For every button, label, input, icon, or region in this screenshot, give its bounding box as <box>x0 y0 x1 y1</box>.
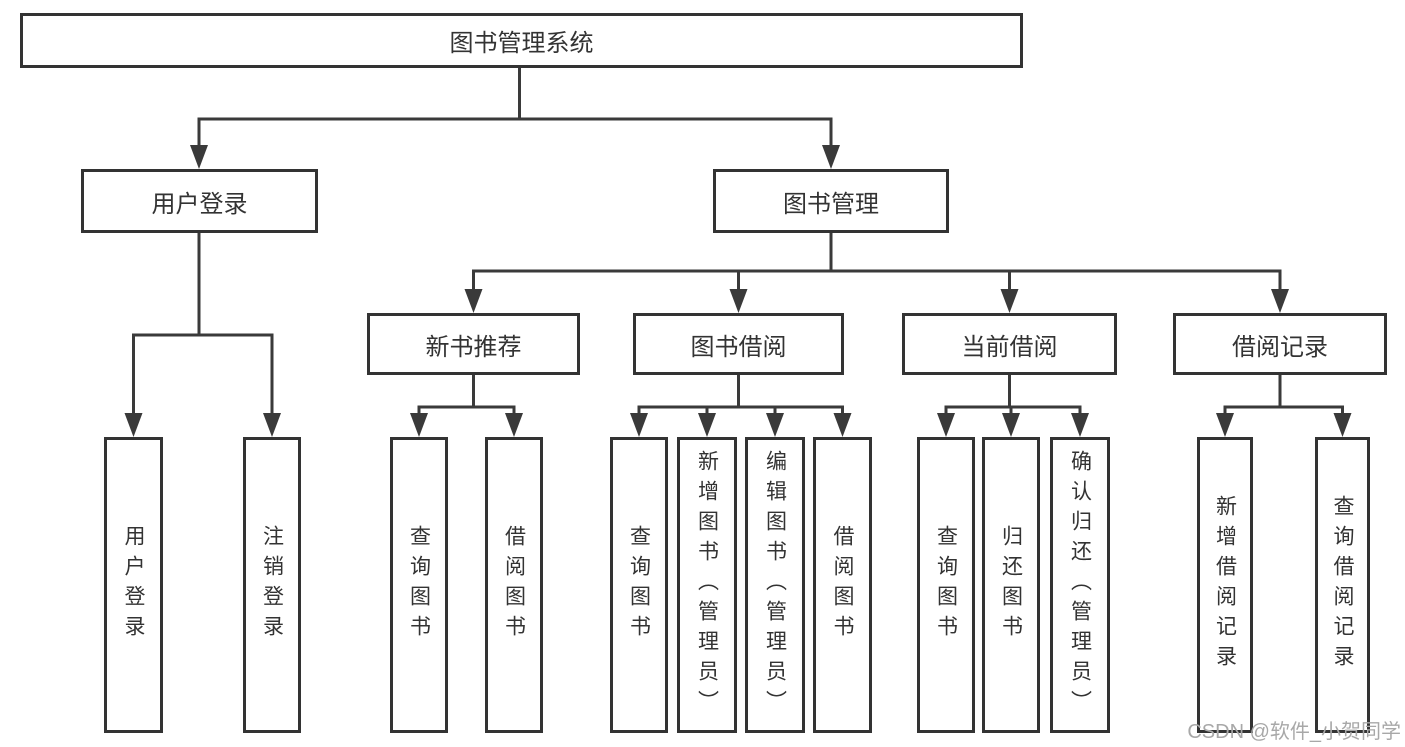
node-label: 新书推荐 <box>425 333 522 361</box>
arrowhead <box>464 289 483 313</box>
node-root-library-management-system: 图书管理系统 <box>20 13 1023 68</box>
arrowhead <box>1071 413 1089 437</box>
leaf-label: 用户登录 <box>122 525 145 645</box>
leaf-label: 确认归还（管理员） <box>1068 450 1092 720</box>
leaf-label: 查询借阅记录 <box>1331 495 1354 675</box>
leaf-query-books-recommend: 查询图书 <box>390 437 448 733</box>
arrowhead <box>833 413 852 437</box>
leaf-query-borrow-record: 查询借阅记录 <box>1315 437 1370 733</box>
leaf-borrow-books-recommend: 借阅图书 <box>485 437 543 733</box>
arrowhead <box>190 145 208 169</box>
arrowhead <box>766 413 784 437</box>
connector-new-book-recommend-to-leaves <box>417 374 516 415</box>
arrowhead <box>630 413 648 437</box>
node-book-borrowing: 图书借阅 <box>633 313 844 375</box>
leaf-logout: 注销登录 <box>243 437 301 733</box>
arrowhead <box>1333 413 1352 437</box>
node-label: 图书管理 <box>783 190 879 218</box>
leaf-borrow-books: 借阅图书 <box>813 437 872 733</box>
leaf-label: 查询图书 <box>407 525 431 645</box>
leaf-add-book-admin: 新增图书（管理员） <box>677 437 737 733</box>
arrowhead <box>124 413 143 437</box>
arrowhead <box>1002 413 1020 437</box>
connector-book-borrowing-to-leaves <box>637 374 844 415</box>
csdn-watermark: CSDN @软件_小贺同学 <box>1187 721 1401 743</box>
node-label: 当前借阅 <box>961 333 1058 361</box>
leaf-query-books-current: 查询图书 <box>917 437 975 733</box>
node-borrowing-records: 借阅记录 <box>1173 313 1387 375</box>
arrowhead <box>263 413 281 437</box>
arrowhead <box>1216 413 1234 437</box>
arrowhead <box>1271 289 1289 313</box>
leaf-label: 查询图书 <box>627 525 651 645</box>
node-label: 用户登录 <box>151 190 248 218</box>
arrowhead <box>698 413 716 437</box>
leaf-user-login: 用户登录 <box>104 437 163 733</box>
connector-book-management-to-level3 <box>472 232 1282 291</box>
node-label: 图书借阅 <box>690 333 787 361</box>
node-user-login: 用户登录 <box>81 169 318 233</box>
arrowhead <box>729 289 748 313</box>
leaf-label: 新增借阅记录 <box>1213 495 1237 675</box>
leaf-confirm-return-admin: 确认归还（管理员） <box>1050 437 1110 733</box>
arrowhead <box>1000 289 1019 313</box>
leaf-add-borrow-record: 新增借阅记录 <box>1197 437 1253 733</box>
leaf-return-books: 归还图书 <box>982 437 1040 733</box>
leaf-label: 借阅图书 <box>502 525 526 645</box>
arrowhead <box>937 413 955 437</box>
node-new-book-recommend: 新书推荐 <box>367 313 580 375</box>
connector-current-borrowing-to-leaves <box>944 374 1082 415</box>
leaf-label: 查询图书 <box>934 525 958 645</box>
arrowhead <box>410 413 428 437</box>
leaf-label: 注销登录 <box>260 525 284 645</box>
node-label: 借阅记录 <box>1232 333 1328 361</box>
leaf-label: 编辑图书（管理员） <box>763 450 787 720</box>
node-label: 图书管理系统 <box>449 30 594 57</box>
leaf-edit-book-admin: 编辑图书（管理员） <box>745 437 805 733</box>
leaf-query-books-borrowing: 查询图书 <box>610 437 668 733</box>
arrowhead <box>505 413 523 437</box>
arrowhead <box>822 145 840 169</box>
connector-borrowing-records-to-leaves <box>1223 374 1344 415</box>
leaf-label: 借阅图书 <box>831 525 854 645</box>
connector-root-to-level2 <box>197 68 833 147</box>
leaf-label: 新增图书（管理员） <box>695 450 719 720</box>
node-book-management: 图书管理 <box>713 169 949 233</box>
connector-user-login-to-leaves <box>132 232 274 415</box>
leaf-label: 归还图书 <box>999 525 1023 645</box>
node-current-borrowing: 当前借阅 <box>902 313 1117 375</box>
